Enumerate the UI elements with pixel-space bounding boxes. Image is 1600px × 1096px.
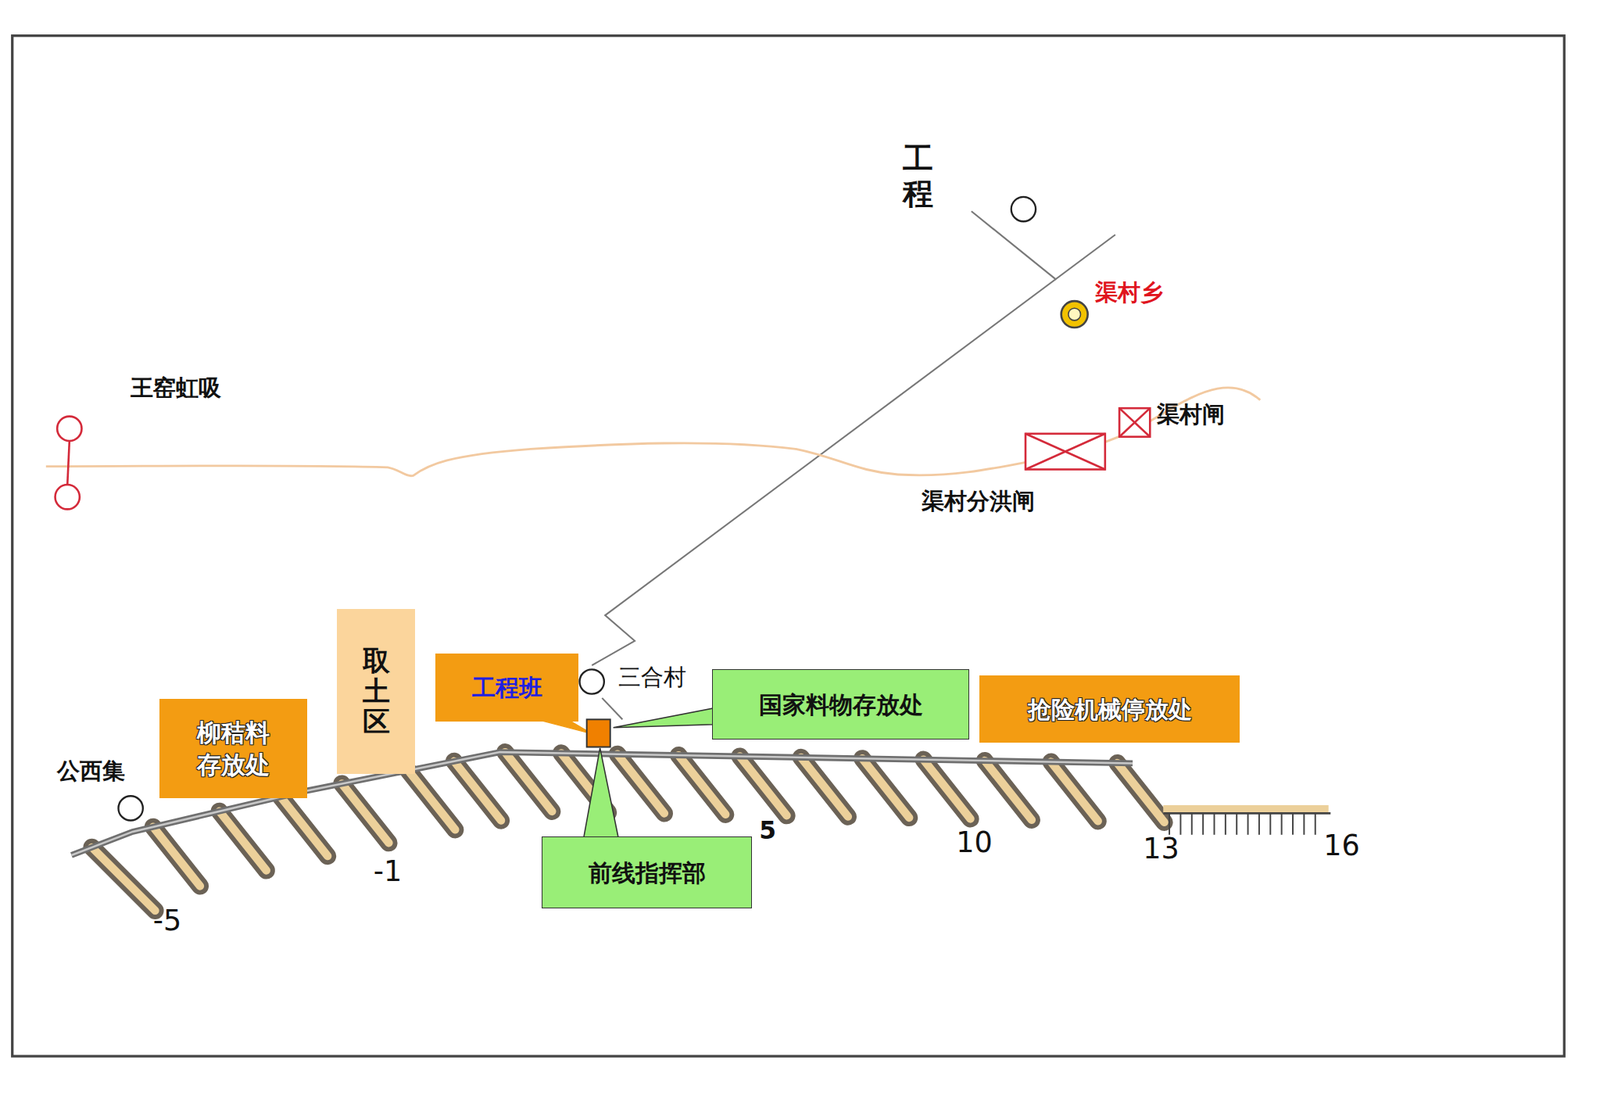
spur-dike — [923, 759, 971, 820]
spur-dike — [408, 770, 455, 831]
spur-dike — [92, 847, 156, 911]
pile — [1202, 812, 1204, 835]
spur-dike — [153, 826, 201, 887]
callout-number: -5 — [153, 904, 182, 938]
spur-dike — [678, 755, 726, 815]
township-symbol — [1068, 307, 1081, 321]
command-box: 前线指挥部 — [541, 836, 752, 908]
pile-dike — [1163, 805, 1328, 813]
spur-dike — [801, 757, 849, 817]
spur-dike — [92, 847, 156, 911]
spur-dike — [219, 811, 267, 871]
team-box: 工程班 — [435, 653, 579, 722]
box-label: 取土区 — [361, 645, 390, 737]
pile — [1281, 812, 1283, 835]
spur-dike — [341, 783, 389, 844]
spur-dike — [1051, 762, 1099, 822]
spur-dike — [1116, 762, 1164, 823]
spur-dike — [280, 796, 328, 856]
spur-dike — [219, 811, 267, 871]
spur-dike — [1116, 762, 1164, 823]
callout-number: 10 — [955, 826, 993, 860]
spur-dike — [923, 759, 971, 820]
borrow-area-box: 取土区 — [336, 608, 416, 774]
command-post-symbol — [587, 719, 611, 747]
spur-dike — [454, 761, 502, 821]
place-label: 渠村乡 — [1095, 279, 1164, 306]
village-symbol — [118, 795, 143, 820]
pile — [1302, 812, 1305, 835]
road — [591, 234, 1116, 666]
spur-dike — [739, 756, 787, 817]
pile — [1247, 812, 1250, 835]
box-label: 前线指挥部 — [588, 857, 706, 888]
siphon-symbol — [55, 484, 80, 509]
township-symbol — [1061, 300, 1089, 328]
pile — [1168, 812, 1171, 835]
spur-dike — [862, 758, 910, 818]
box-label: 柳秸料 存放处 — [193, 716, 274, 781]
spur-dike — [408, 770, 455, 831]
material-box: 国家料物存放处 — [712, 669, 970, 740]
pile — [1191, 812, 1193, 835]
spur-dike — [617, 754, 665, 814]
pile — [1292, 812, 1294, 835]
spur-dike — [153, 826, 201, 887]
callout-pointer — [613, 708, 714, 728]
spur-dike — [862, 758, 910, 818]
siphon-symbol — [57, 416, 82, 441]
place-label: 王窑虹吸 — [130, 375, 222, 401]
spur-dike — [504, 751, 552, 812]
place-label: 渠村闸 — [1156, 401, 1225, 428]
pile — [1235, 812, 1238, 835]
road — [601, 697, 623, 720]
callout-pointer — [540, 720, 592, 734]
pile — [1224, 812, 1227, 835]
pile — [1179, 812, 1182, 835]
place-label: 三合村 — [618, 664, 687, 691]
frame — [12, 35, 1565, 1056]
village-symbol — [579, 669, 605, 694]
box-label: 国家料物存放处 — [758, 689, 924, 720]
machinery-box: 抢险机械停放处 — [979, 675, 1240, 743]
pile — [1314, 812, 1317, 835]
canal — [46, 387, 1260, 477]
box-label: 工程班 — [472, 672, 543, 703]
pile-dike — [1163, 812, 1331, 815]
spur-dike — [454, 761, 502, 821]
spur-dike — [1051, 762, 1099, 822]
spur-dike — [984, 760, 1032, 820]
siphon-pipe — [67, 440, 70, 485]
pile — [1269, 812, 1271, 835]
place-label: 公西集 — [57, 758, 126, 784]
spur-dike — [341, 783, 389, 844]
spur-dike — [984, 760, 1032, 820]
spur-dike — [801, 757, 849, 817]
spur-dike — [678, 755, 726, 815]
spur-dike — [504, 751, 552, 812]
village-symbol — [1011, 196, 1036, 222]
callout-number: 5 — [758, 816, 777, 845]
spur-dike — [617, 754, 665, 814]
spur-dike — [739, 756, 787, 817]
callout-number: 13 — [1142, 832, 1180, 866]
spur-dike — [280, 796, 328, 856]
pile — [1258, 812, 1260, 835]
place-label: 工程 — [902, 140, 934, 212]
callout-pointer — [583, 748, 619, 838]
sluice-symbol — [1119, 408, 1150, 437]
road — [971, 211, 1056, 280]
box-label: 抢险机械停放处 — [1027, 694, 1192, 725]
callout-number: 16 — [1323, 829, 1361, 863]
storage-box: 柳秸料 存放处 — [159, 698, 308, 799]
pile — [1213, 812, 1216, 835]
sluice-symbol — [1025, 433, 1106, 470]
callout-number: -1 — [373, 855, 402, 888]
place-label: 渠村分洪闸 — [921, 488, 1035, 515]
